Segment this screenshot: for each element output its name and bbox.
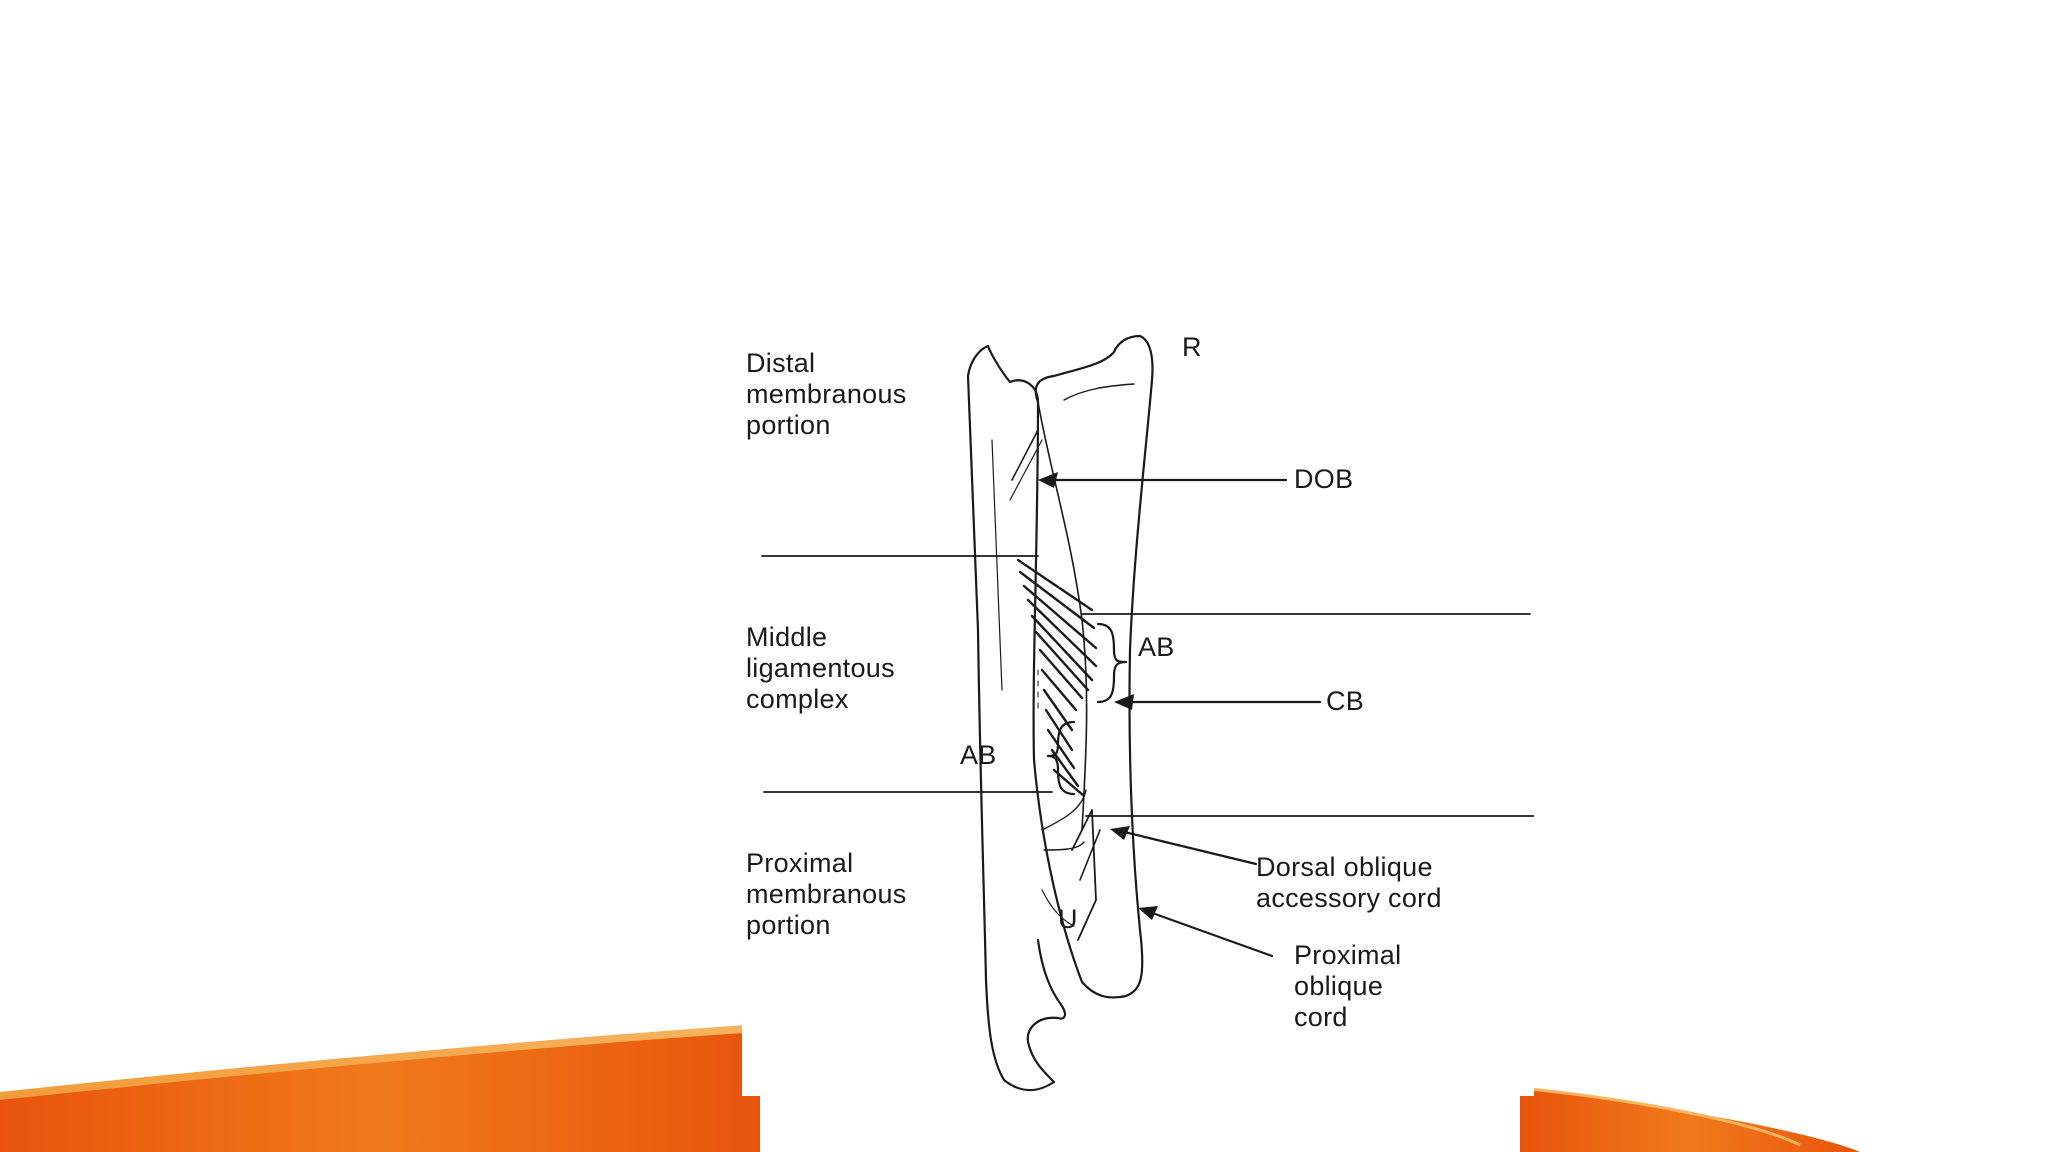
pointer-proximal-oblique (1142, 908, 1274, 958)
structure-label-ab-left: AB (960, 740, 997, 770)
pointer-dorsal-oblique (1114, 828, 1258, 866)
structure-label-proximal-oblique-cord: Proximal oblique cord (1294, 940, 1402, 1032)
brace-ab-right (1096, 622, 1128, 704)
structure-label-dorsal-oblique-accessory-cord: Dorsal oblique accessory cord (1256, 852, 1442, 913)
radius-outline (1032, 334, 1154, 999)
region-label-middle-ligamentous: Middle ligamentous complex (746, 622, 895, 714)
forearm-bones-drawing (761, 334, 1534, 1092)
bone-label-radius: R (1182, 332, 1202, 362)
structure-label-dob: DOB (1294, 464, 1354, 494)
swoosh-main (0, 1028, 760, 1152)
structure-label-ab-right: AB (1138, 632, 1175, 662)
swoosh-right (1520, 1088, 1860, 1152)
brace-ab-left (1046, 720, 1076, 796)
forearm-interosseous-membrane-diagram: Distal membranous portion Middle ligamen… (742, 290, 1534, 1096)
structure-label-cb: CB (1326, 686, 1365, 716)
region-label-distal-membranous: Distal membranous portion (746, 348, 907, 440)
bone-label-ulna: U (1058, 904, 1078, 934)
ulna-outline (966, 344, 1067, 1092)
swoosh-highlight (0, 1024, 760, 1100)
region-label-proximal-membranous: Proximal membranous portion (746, 848, 907, 940)
